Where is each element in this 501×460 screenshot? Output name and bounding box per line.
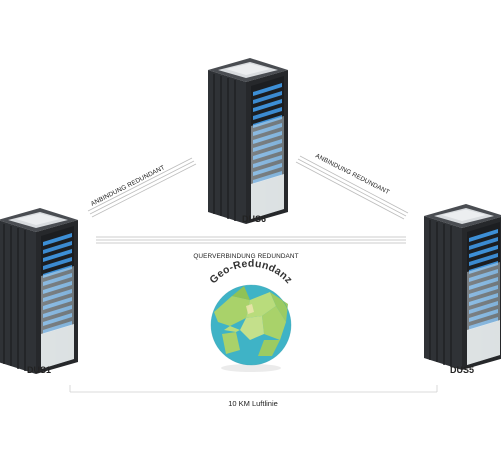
link-right-label: ANBINDUNG REDUNDANT: [314, 153, 390, 197]
node-label-dus6: DUS6: [242, 214, 266, 224]
link-right: [295, 155, 409, 220]
link-left: [87, 157, 197, 218]
globe-label: Geo-Redundanz: [207, 258, 294, 286]
node-label-dus5: DUS5: [450, 365, 474, 375]
rack-dus6-icon: [207, 57, 289, 225]
globe-icon: [210, 284, 292, 372]
rack-dus1-icon: [0, 207, 79, 375]
link-left-label: ANBINDUNG REDUNDANT: [90, 164, 166, 208]
distance-bracket: [69, 385, 438, 393]
node-label-dus1: DUS1: [27, 365, 51, 375]
link-cross: [96, 236, 406, 244]
distance-label: 10 KM Luftlinie: [228, 399, 278, 408]
rack-dus5-icon: [423, 203, 501, 371]
link-cross-label: QUERVERBINDUNG REDUNDANT: [193, 253, 298, 260]
